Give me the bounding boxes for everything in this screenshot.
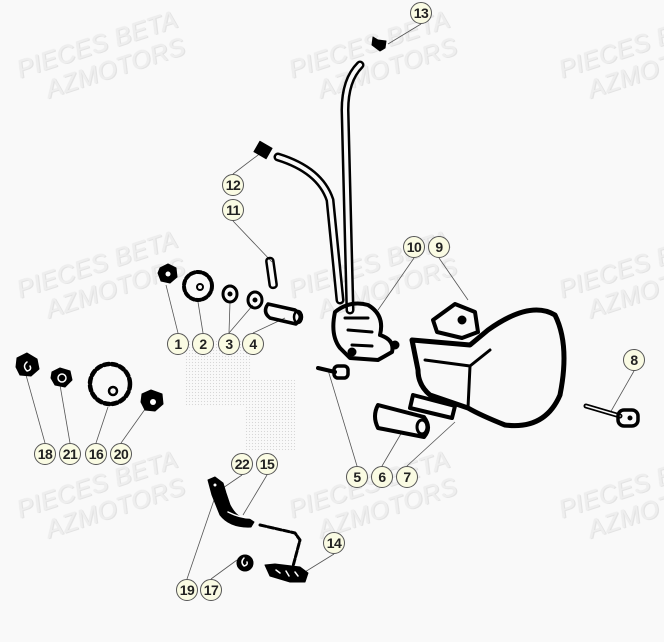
callout-16[interactable]: 16 (85, 443, 107, 465)
callout-13[interactable]: 13 (410, 2, 432, 24)
callout-12[interactable]: 12 (222, 174, 244, 196)
callout-8[interactable]: 8 (623, 349, 645, 371)
callout-2[interactable]: 2 (192, 333, 214, 355)
callout-15[interactable]: 15 (256, 453, 278, 475)
callout-10[interactable]: 10 (403, 236, 425, 258)
callout-3[interactable]: 3 (218, 333, 240, 355)
callout-18[interactable]: 18 (34, 443, 56, 465)
leader-lines (25, 23, 635, 580)
callout-21[interactable]: 21 (59, 443, 81, 465)
callout-14[interactable]: 14 (323, 532, 345, 554)
callout-17[interactable]: 17 (200, 579, 222, 601)
callout-6[interactable]: 6 (371, 466, 393, 488)
callout-5[interactable]: 5 (346, 466, 368, 488)
callout-1[interactable]: 1 (167, 333, 189, 355)
callout-7[interactable]: 7 (396, 466, 418, 488)
callout-11[interactable]: 11 (222, 199, 244, 221)
callout-20[interactable]: 20 (110, 443, 132, 465)
callout-19[interactable]: 19 (176, 579, 198, 601)
callout-22[interactable]: 22 (231, 453, 253, 475)
callout-4[interactable]: 4 (242, 333, 264, 355)
callout-9[interactable]: 9 (428, 236, 450, 258)
